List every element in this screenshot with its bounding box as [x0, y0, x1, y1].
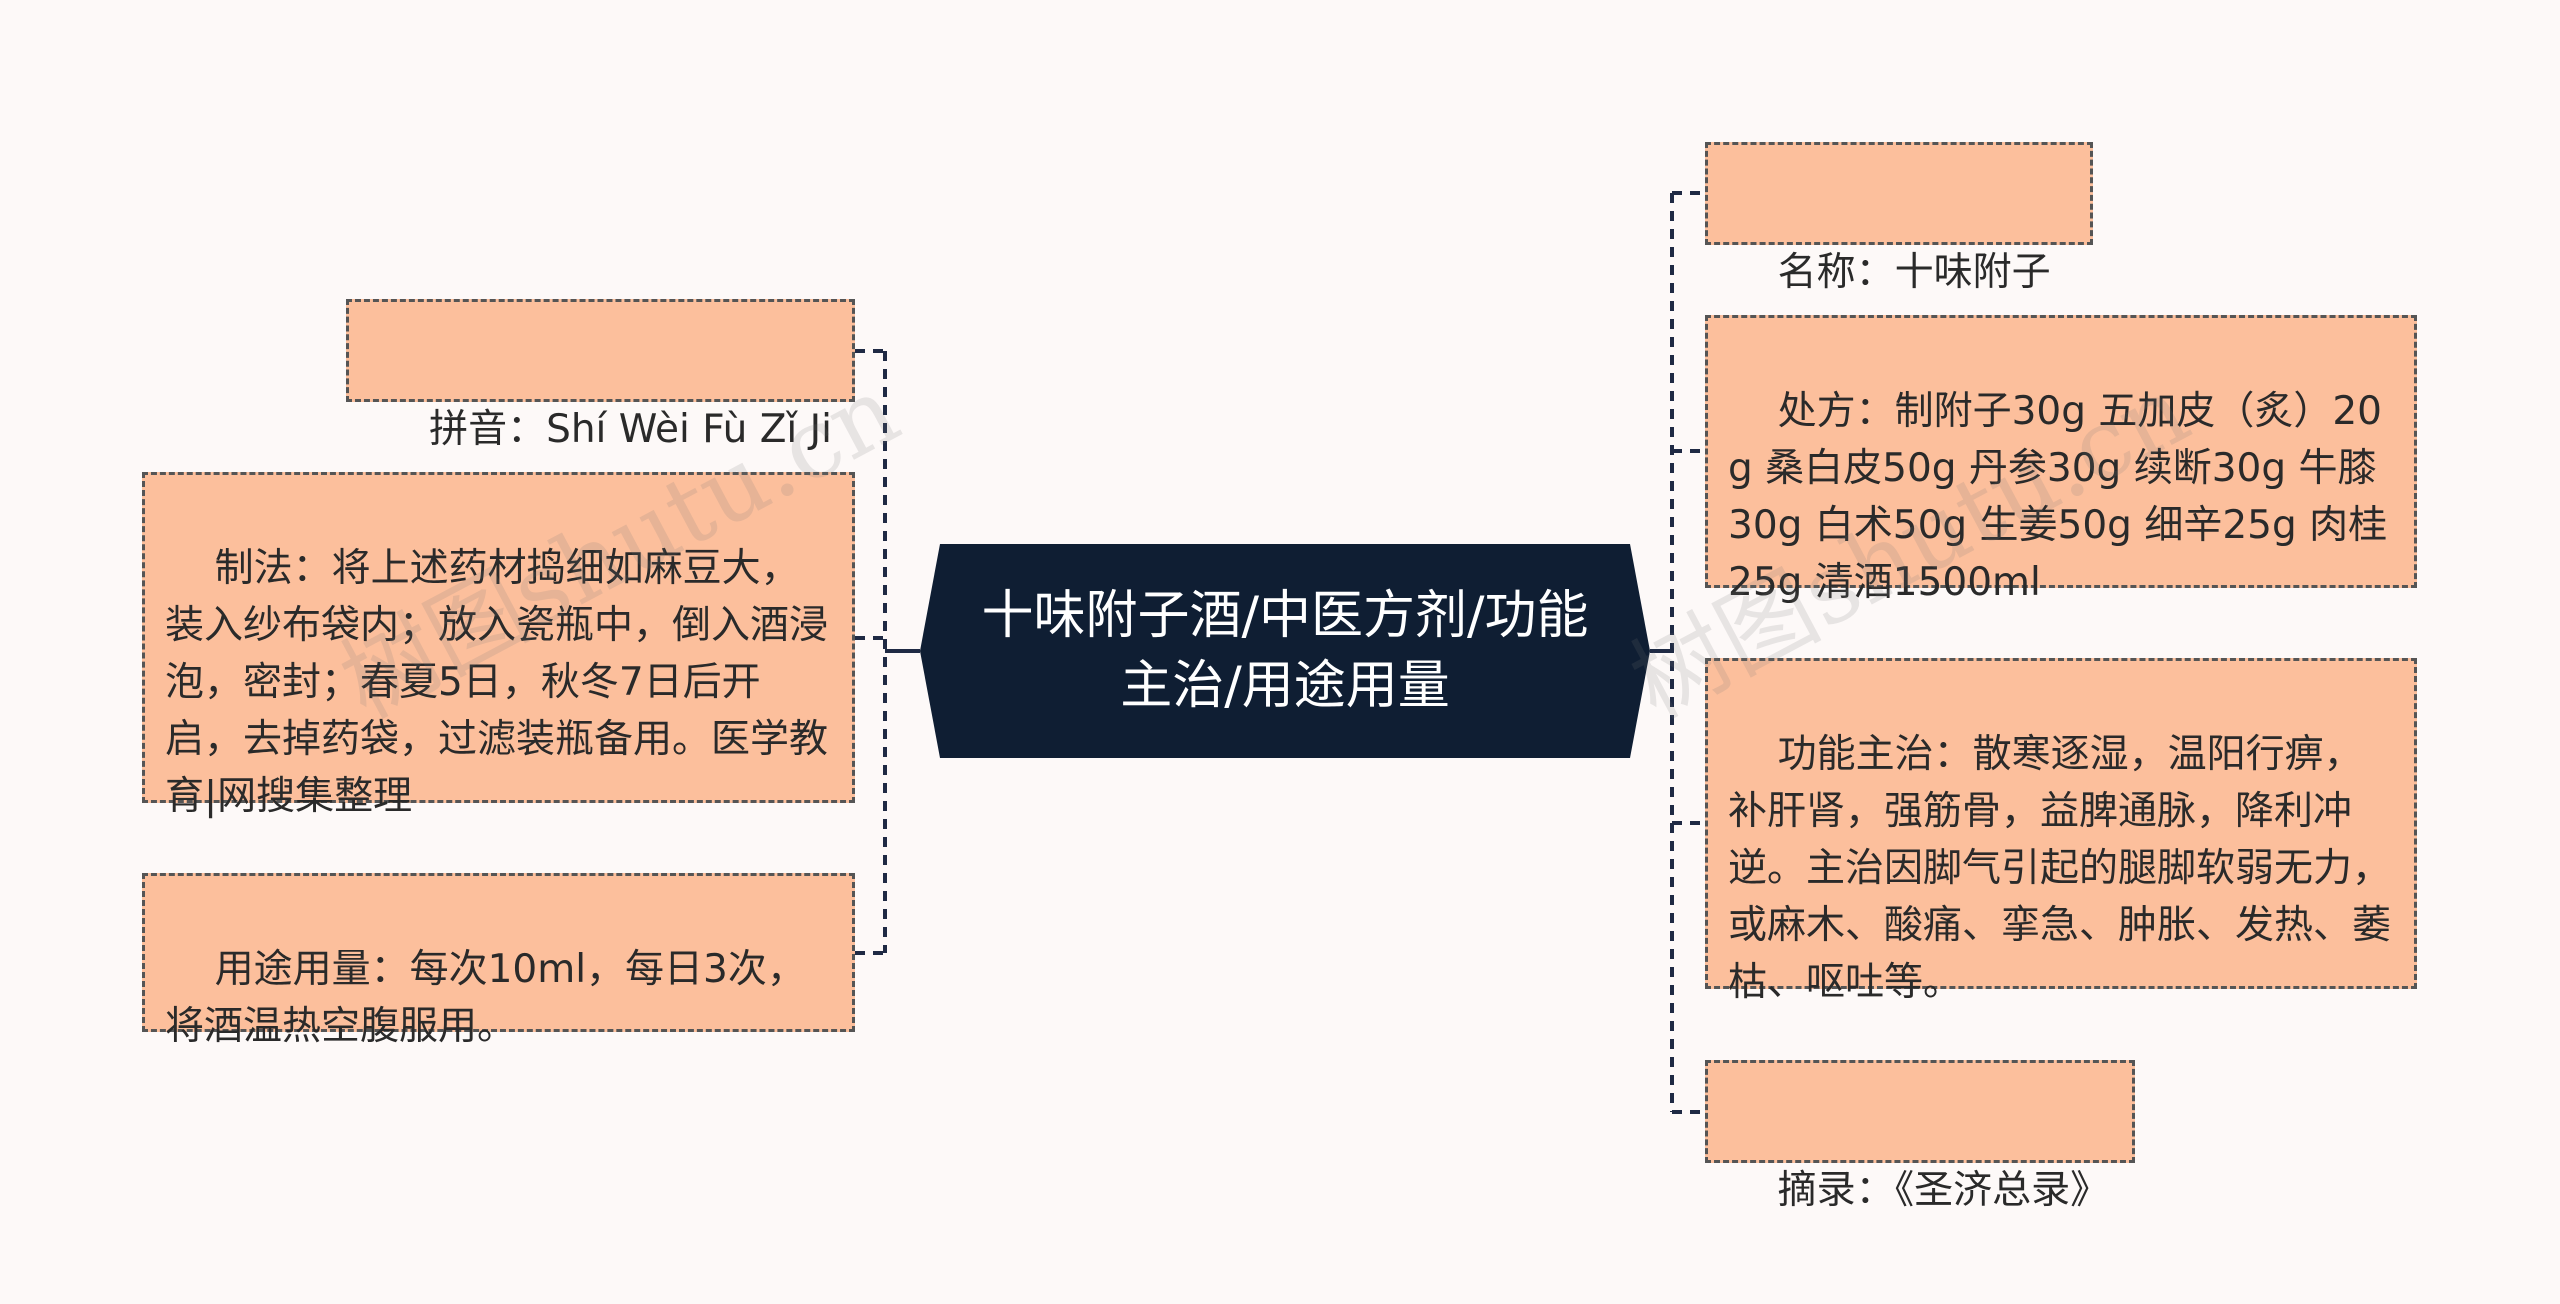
node-function[interactable]: 功能主治：散寒逐湿，温阳行痹，补肝肾，强筋骨，益脾通脉，降利冲逆。主治因脚气引起… [1705, 658, 2417, 1005]
center-node-shape [920, 544, 1650, 758]
node-usage[interactable]: 用途用量：每次10ml，每日3次，将酒温热空腹服用。 [142, 873, 855, 1049]
node-source-text: 摘录：《圣济总录》 [1777, 1168, 2110, 1213]
center-topic-title: 十味附子酒/中医方剂/功能主治/用途用量 [981, 586, 1589, 716]
node-function-text: 功能主治：散寒逐湿，温阳行痹，补肝肾，强筋骨，益脾通脉，降利冲逆。主治因脚气引起… [1728, 732, 2392, 1005]
node-pinyin[interactable]: 拼音：Shí Wèi Fù Zǐ Jiǔ [346, 299, 855, 532]
node-prescription-text: 处方：制附子30g 五加皮（炙）20g 桑白皮50g 丹参30g 续断30g 牛… [1728, 389, 2388, 605]
node-usage-text: 用途用量：每次10ml，每日3次，将酒温热空腹服用。 [165, 947, 806, 1049]
center-topic-node[interactable]: 十味附子酒/中医方剂/功能主治/用途用量 [920, 544, 1650, 758]
node-name[interactable]: 名称：十味附子酒 [1705, 142, 2093, 375]
node-method-text: 制法：将上述药材捣细如麻豆大，装入纱布袋内；放入瓷瓶中，倒入酒浸泡，密封；春夏5… [165, 546, 829, 819]
node-method[interactable]: 制法：将上述药材捣细如麻豆大，装入纱布袋内；放入瓷瓶中，倒入酒浸泡，密封；春夏5… [142, 472, 855, 819]
node-prescription[interactable]: 处方：制附子30g 五加皮（炙）20g 桑白皮50g 丹参30g 续断30g 牛… [1705, 315, 2417, 605]
node-source[interactable]: 摘录：《圣济总录》 [1705, 1060, 2135, 1213]
